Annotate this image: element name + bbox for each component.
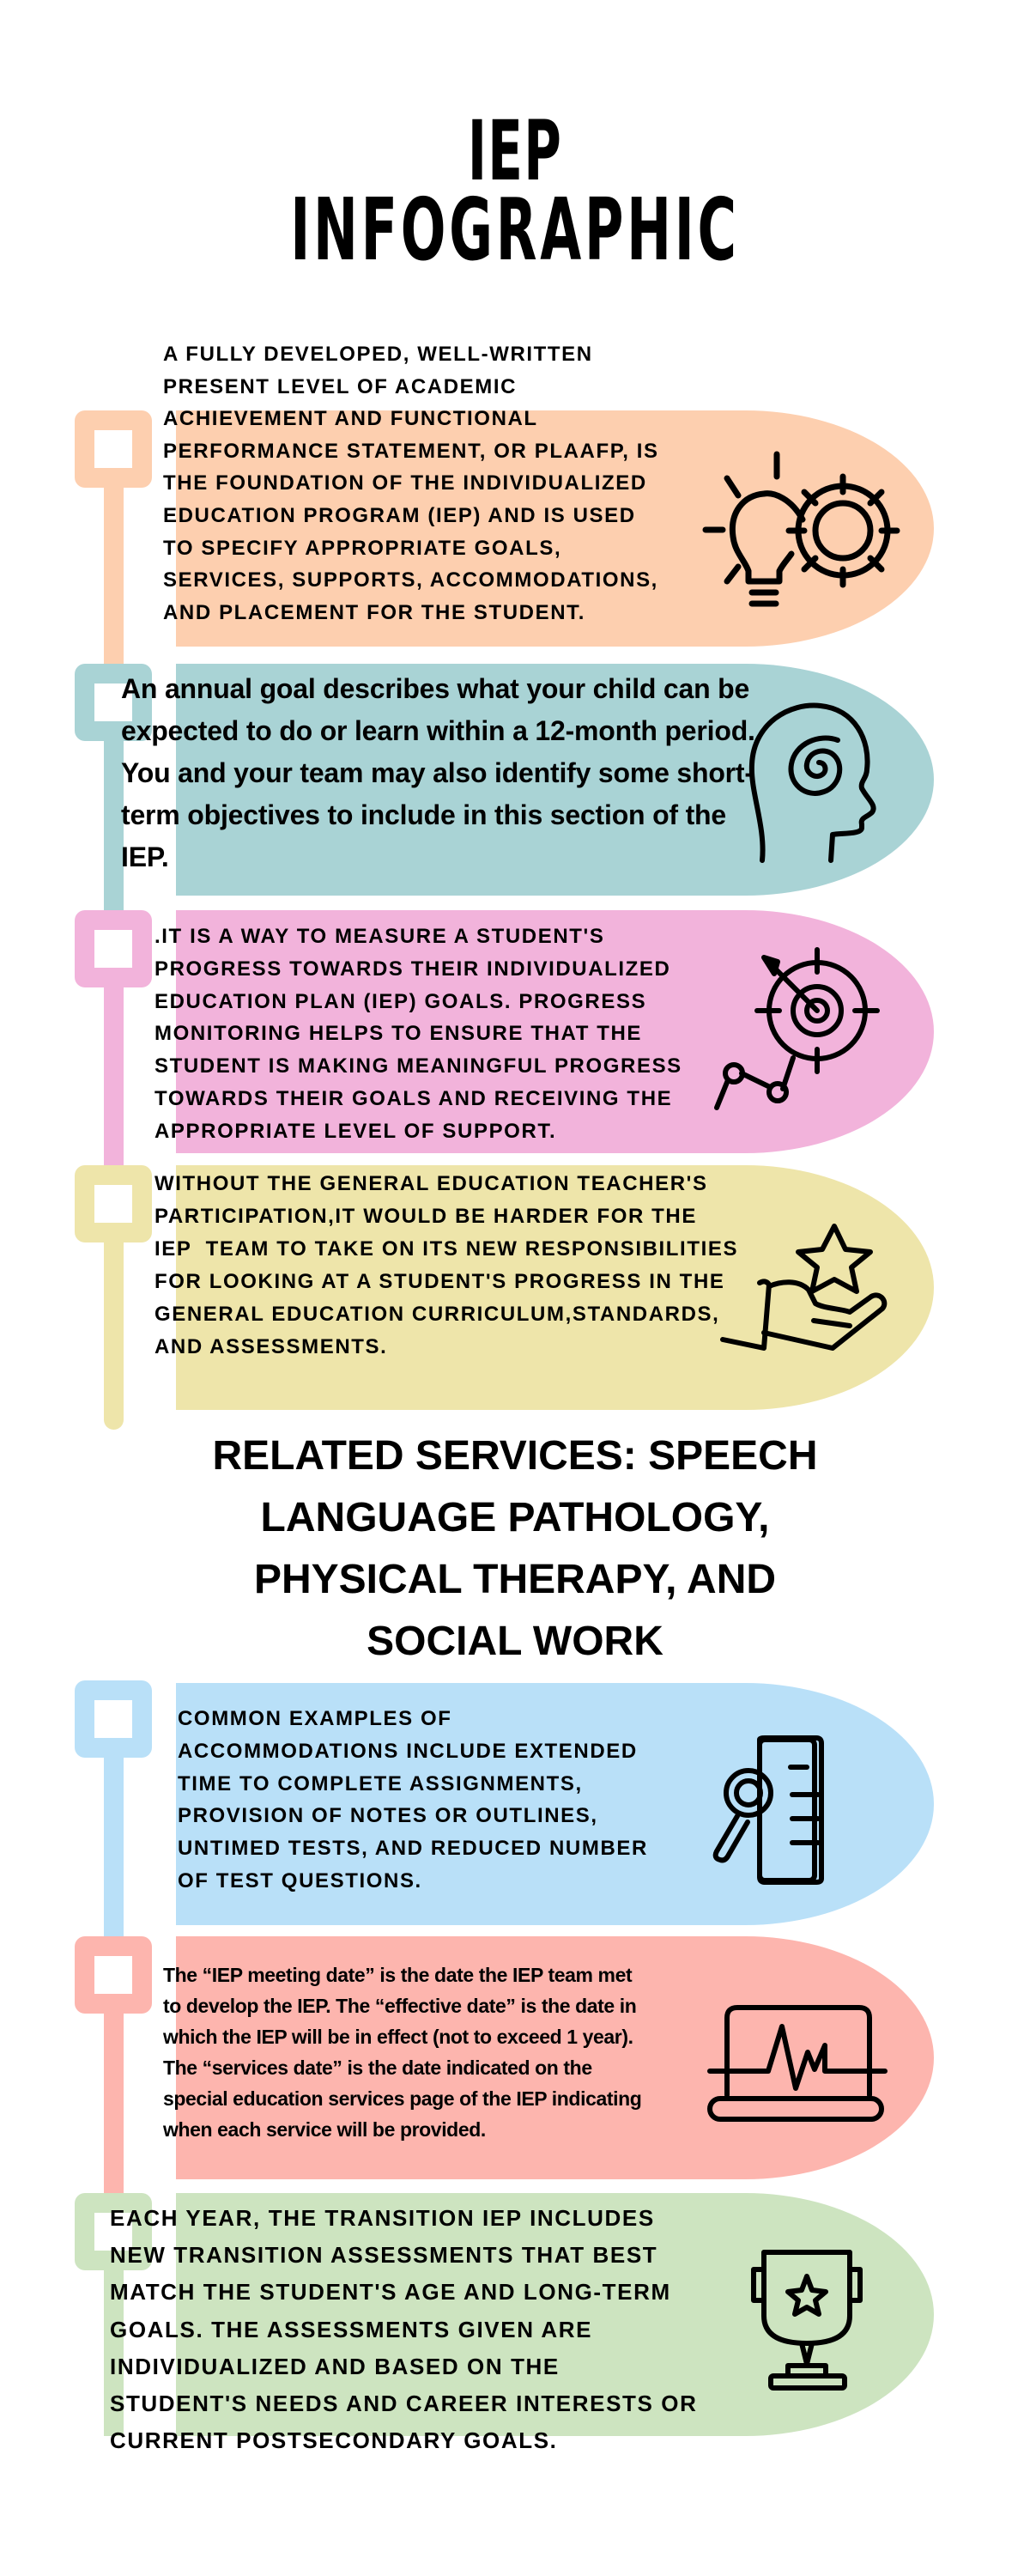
head-spiral-icon: [747, 697, 876, 869]
section-card: [176, 2193, 934, 2436]
timeline-marker: [75, 1165, 152, 1242]
marker-hole: [94, 1956, 132, 1994]
timeline-marker: [75, 1680, 152, 1758]
timeline-stem: [104, 734, 124, 914]
timeline-marker: [75, 664, 152, 741]
timeline-marker: [75, 1936, 152, 2014]
section-text: WITHOUT THE GENERAL EDUCATION TEACHER'S …: [154, 1172, 739, 1358]
marker-hole: [94, 2213, 132, 2251]
title-line-2: INFOGRAPHIC: [290, 179, 740, 280]
section-text: A FULLY DEVELOPED, WELL-WRITTEN PRESENT …: [163, 343, 659, 624]
title-line-1: IEP: [467, 103, 563, 199]
laptop-pulse-icon: [706, 2002, 895, 2123]
document-search-icon: [700, 1735, 871, 1889]
section-card: [176, 410, 934, 647]
hand-star-icon: [712, 1219, 893, 1365]
timeline-stem: [104, 979, 124, 1172]
timeline-marker: [75, 410, 152, 488]
related-services-heading: RELATED SERVICES: SPEECH LANGUAGE PATHOL…: [212, 1433, 818, 1664]
marker-hole: [94, 1700, 132, 1738]
marker-hole: [94, 430, 132, 468]
timeline-marker: [75, 910, 152, 987]
target-arrow-icon: [714, 936, 910, 1125]
section-text: An annual goal describes what your child…: [121, 673, 755, 872]
timeline-stem: [104, 2267, 124, 2436]
trophy-star-icon: [745, 2247, 865, 2393]
marker-hole: [94, 1185, 132, 1223]
lightbulb-gear-icon: [695, 451, 918, 614]
timeline-stem: [104, 2005, 124, 2198]
section-text: EACH YEAR, THE TRANSITION IEP INCLUDES N…: [110, 2205, 698, 2454]
section-card: [176, 664, 934, 896]
timeline-stem: [104, 1752, 124, 1945]
marker-hole: [94, 930, 132, 968]
timeline-marker: [75, 2193, 152, 2270]
timeline-stem: [104, 481, 124, 674]
section-text: The “IEP meeting date” is the date the I…: [163, 1964, 642, 2141]
section-text: COMMON EXAMPLES OF ACCOMMODATIONS INCLUD…: [178, 1707, 648, 1893]
timeline-stem: [104, 1236, 124, 1430]
section-text: .IT IS A WAY TO MEASURE A STUDENT'S PROG…: [154, 925, 682, 1143]
marker-hole: [94, 683, 132, 721]
